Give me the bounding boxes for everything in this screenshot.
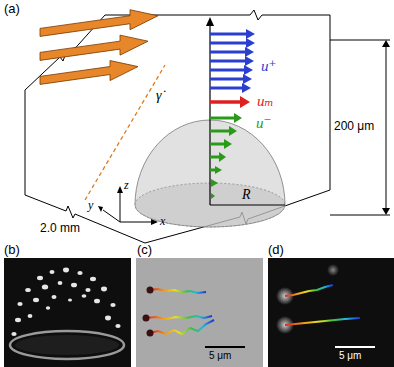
panel-label: (d) — [268, 243, 284, 257]
panel-label: (c) — [137, 243, 152, 257]
dimension-label: 2.0 mm — [40, 222, 80, 235]
axis-label: z — [124, 179, 129, 192]
panel-label: (a) — [4, 2, 20, 16]
dimension-label: 200 μm — [334, 120, 374, 133]
velocity-label: uₘ — [257, 93, 274, 110]
scale-bar-label: 5 μm — [339, 350, 361, 361]
panel-label: (b) — [4, 243, 20, 257]
velocity-label: u⁺ — [261, 58, 276, 75]
axis-label: x — [160, 215, 165, 228]
scale-bar-label: 5 μm — [209, 350, 231, 361]
shear-rate-label: γ̇ — [156, 88, 162, 103]
velocity-label: u⁻ — [256, 115, 271, 132]
radius-label: R — [242, 187, 251, 202]
axis-label: y — [88, 199, 93, 212]
